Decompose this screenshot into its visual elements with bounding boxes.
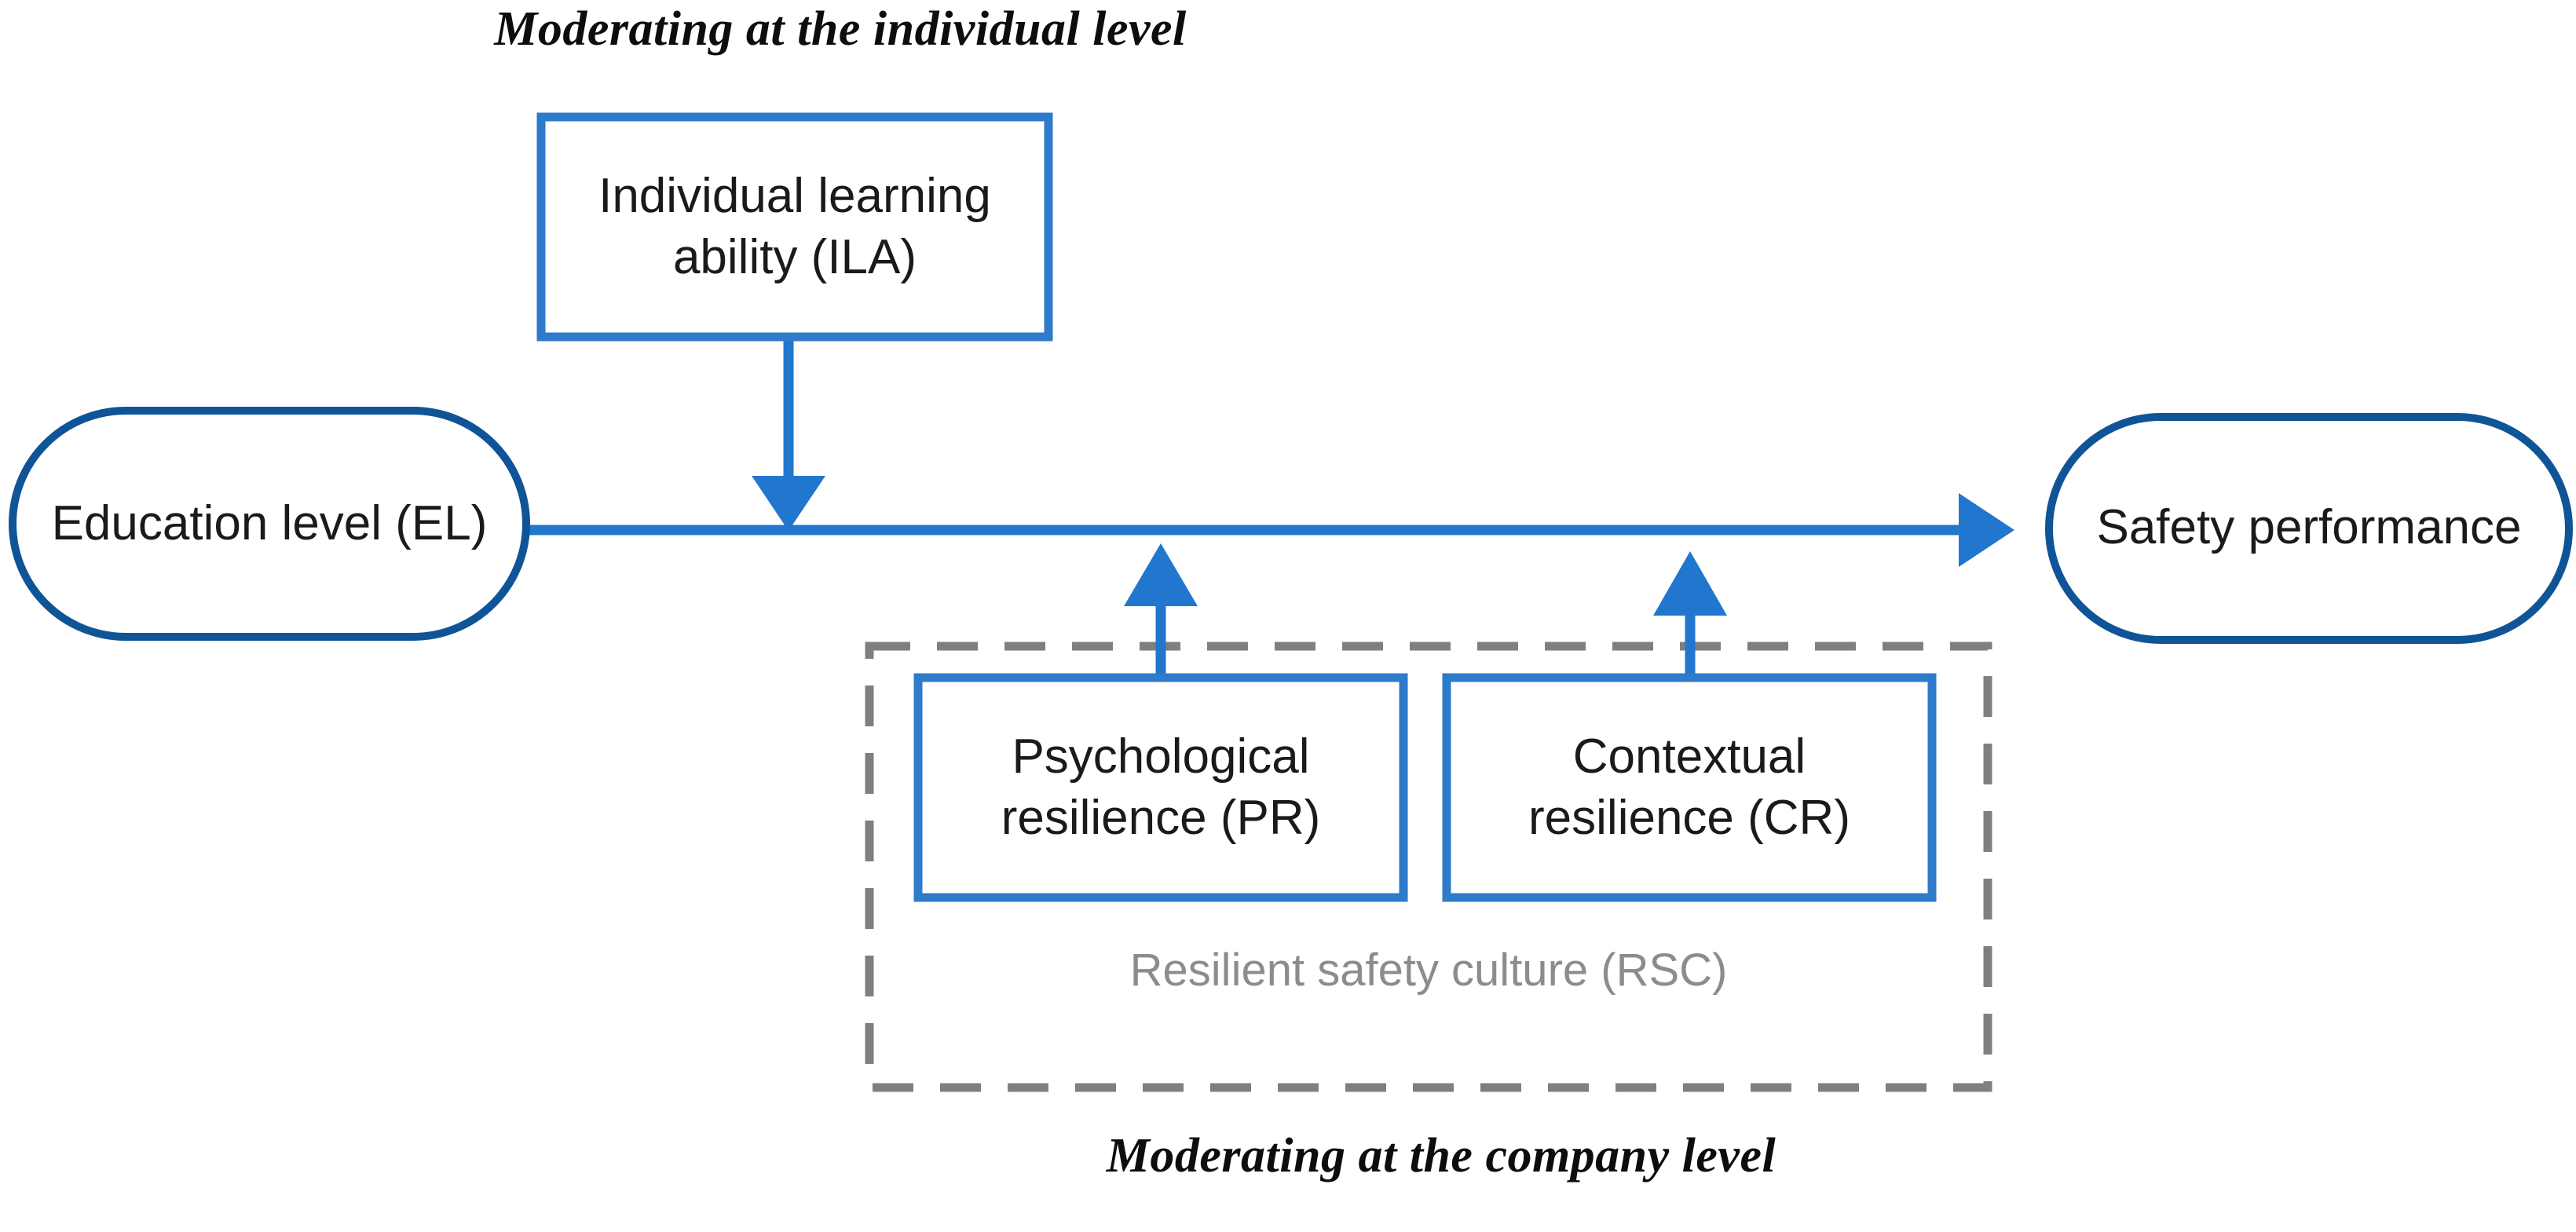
node-shape-contextual-resilience[interactable]	[1442, 673, 1937, 902]
node-shape-individual-learning-ability[interactable]	[536, 112, 1053, 342]
group-box-resilient-safety-culture	[865, 642, 1992, 1092]
edge-ila-arrowhead	[752, 476, 825, 531]
edge-cr-arrowhead	[1653, 551, 1727, 616]
edge-pr-arrowhead	[1124, 543, 1198, 606]
caption-moderating-individual-level: Moderating at the individual level	[494, 2, 1187, 56]
node-shape-safety-performance[interactable]	[2045, 413, 2573, 644]
node-shape-psychological-resilience[interactable]	[913, 673, 1408, 902]
node-shape-education-level[interactable]	[9, 407, 530, 641]
edge-el-to-sp-arrowhead	[1959, 493, 2014, 567]
caption-moderating-company-level: Moderating at the company level	[1106, 1129, 1776, 1183]
